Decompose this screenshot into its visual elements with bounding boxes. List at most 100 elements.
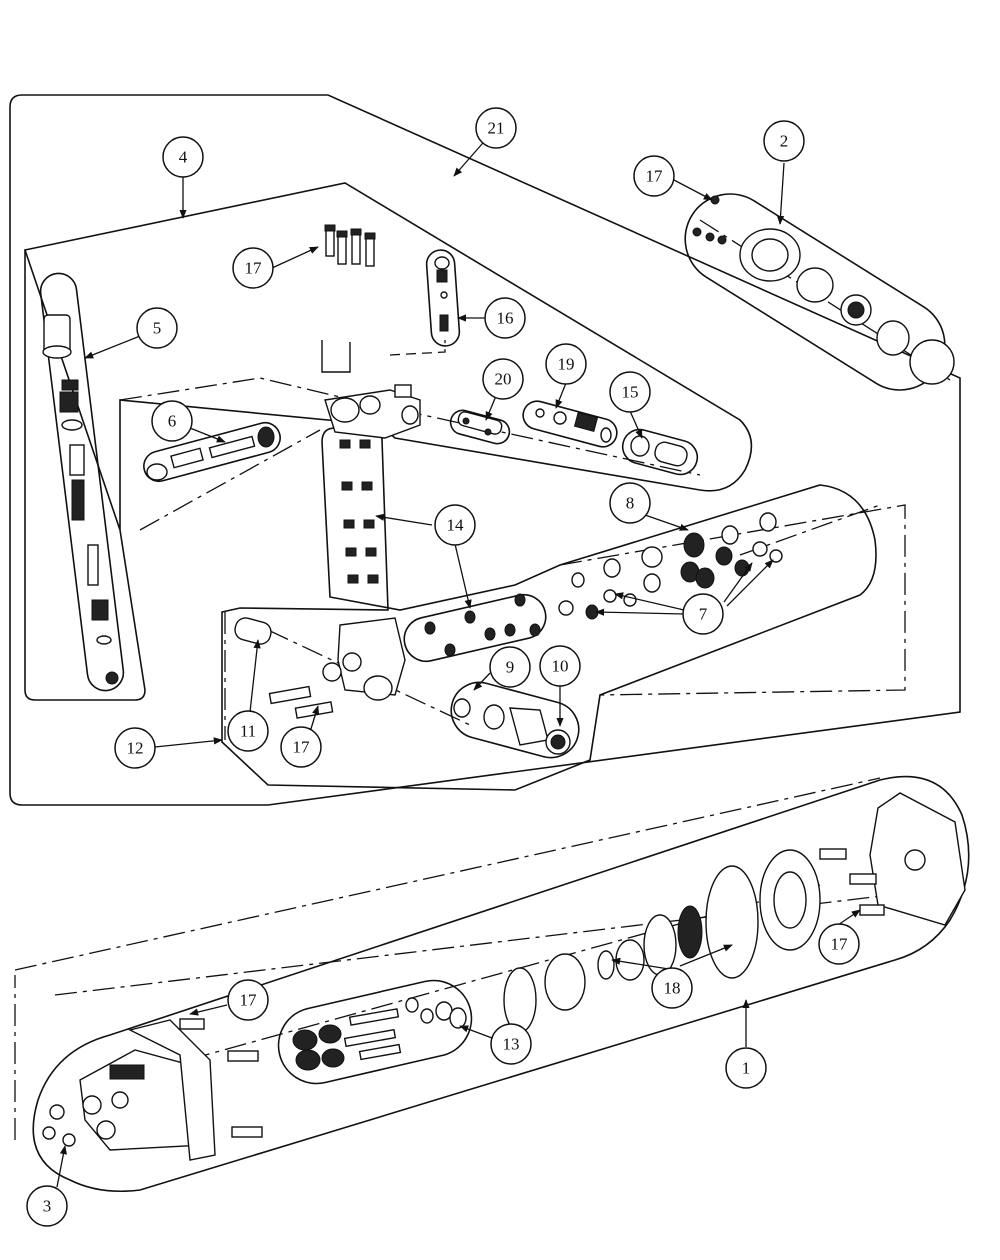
callout-label: 17 [240, 991, 258, 1010]
callout-18: 18 [651, 967, 693, 1009]
washers-7-8 [558, 512, 783, 620]
part-11 [234, 617, 272, 645]
part-6 [146, 426, 275, 481]
callout-circle [114, 727, 156, 769]
callout-circle [818, 923, 860, 965]
callout-label: 13 [503, 1035, 520, 1054]
callout-circle [763, 120, 805, 162]
callout-label: 12 [127, 739, 144, 758]
callout-circle [484, 297, 526, 339]
callout-circle [162, 136, 204, 178]
outline-left-bracket [24, 250, 146, 701]
callout-circle [633, 155, 675, 197]
callout-6: 6 [151, 400, 193, 442]
callout-7: 7 [682, 593, 724, 635]
callout-label: 15 [622, 383, 639, 402]
group-outline-21 [9, 94, 961, 806]
callout-circle [609, 482, 651, 524]
callout-label: 14 [447, 516, 465, 535]
springs-13 [292, 997, 467, 1071]
manifold-body [324, 384, 421, 439]
part-20 [457, 411, 503, 436]
callout-circle [136, 307, 178, 349]
callout-circle [280, 726, 322, 768]
seal-column-14 [339, 439, 379, 584]
capsule-5 [39, 272, 125, 692]
bolts-17-lower-left [179, 1018, 263, 1138]
callout-label: 4 [179, 148, 188, 167]
callout-circle [482, 358, 524, 400]
callout-label: 8 [626, 494, 635, 513]
callout-17: 17 [633, 155, 675, 197]
callout-label: 10 [552, 657, 569, 676]
callout-1: 1 [725, 1047, 767, 1089]
assembly-line-f [399, 409, 701, 476]
callout-circle [475, 107, 517, 149]
capsule-19 [522, 400, 618, 448]
part-16 [434, 256, 450, 332]
u-clip [321, 340, 351, 373]
manifold-lower [322, 617, 406, 701]
callout-2: 2 [763, 120, 805, 162]
callout-21: 21 [475, 107, 517, 149]
callout-label: 2 [780, 132, 789, 151]
callout-circle [682, 593, 724, 635]
callout-14: 14 [434, 504, 476, 546]
part-15 [630, 435, 688, 467]
callout-circle [434, 504, 476, 546]
callout-4: 4 [162, 136, 204, 178]
assembly-line-j [739, 504, 881, 556]
assembly-line-a [14, 777, 881, 971]
callout-label: 19 [558, 355, 575, 374]
callout-17: 17 [232, 247, 274, 289]
bolts-17-mid [268, 685, 334, 719]
part-19 [535, 408, 612, 443]
callout-12: 12 [114, 727, 156, 769]
plugs-3 [42, 1104, 76, 1147]
end-plate [869, 792, 966, 926]
capsule-14 [403, 593, 547, 663]
callout-20: 20 [482, 358, 524, 400]
callout-label: 17 [831, 935, 849, 954]
part-5-stack [42, 314, 119, 685]
callout-19: 19 [545, 343, 587, 385]
callout-8: 8 [609, 482, 651, 524]
callout-label: 17 [245, 259, 263, 278]
callout-circle [651, 967, 693, 1009]
capsule-13 [277, 979, 473, 1085]
callout-circle [725, 1047, 767, 1089]
callout-label: 17 [293, 738, 311, 757]
callout-5: 5 [136, 307, 178, 349]
assembly-line-i [559, 504, 906, 696]
callout-circle [26, 1185, 68, 1227]
callout-circle [609, 371, 651, 413]
callout-label: 5 [153, 319, 162, 338]
callout-15: 15 [609, 371, 651, 413]
callout-circle [539, 645, 581, 687]
callout-circle [227, 979, 269, 1021]
callout-label: 1 [742, 1059, 751, 1078]
assembly-line-k [114, 884, 821, 1081]
callout-circle [490, 1023, 532, 1065]
callout-label: 11 [240, 722, 256, 741]
seal-group-14 [424, 593, 541, 657]
callout-13: 13 [490, 1023, 532, 1065]
callout-label: 3 [43, 1197, 52, 1216]
callout-label: 9 [506, 658, 515, 677]
parts-9-10 [453, 698, 571, 755]
bolts-17-top [324, 224, 376, 267]
part-2-cap [692, 195, 955, 385]
assembly-line-l [389, 340, 446, 356]
callout-label: 20 [495, 370, 512, 389]
capsule-15 [621, 428, 699, 476]
callout-16: 16 [484, 297, 526, 339]
group-outline-4 [23, 182, 753, 531]
callout-label: 7 [699, 605, 708, 624]
callout-17: 17 [227, 979, 269, 1021]
callout-circle [151, 400, 193, 442]
callout-11: 11 [227, 710, 269, 752]
group-outline-1 [32, 775, 970, 1193]
callout-label: 6 [168, 412, 177, 431]
